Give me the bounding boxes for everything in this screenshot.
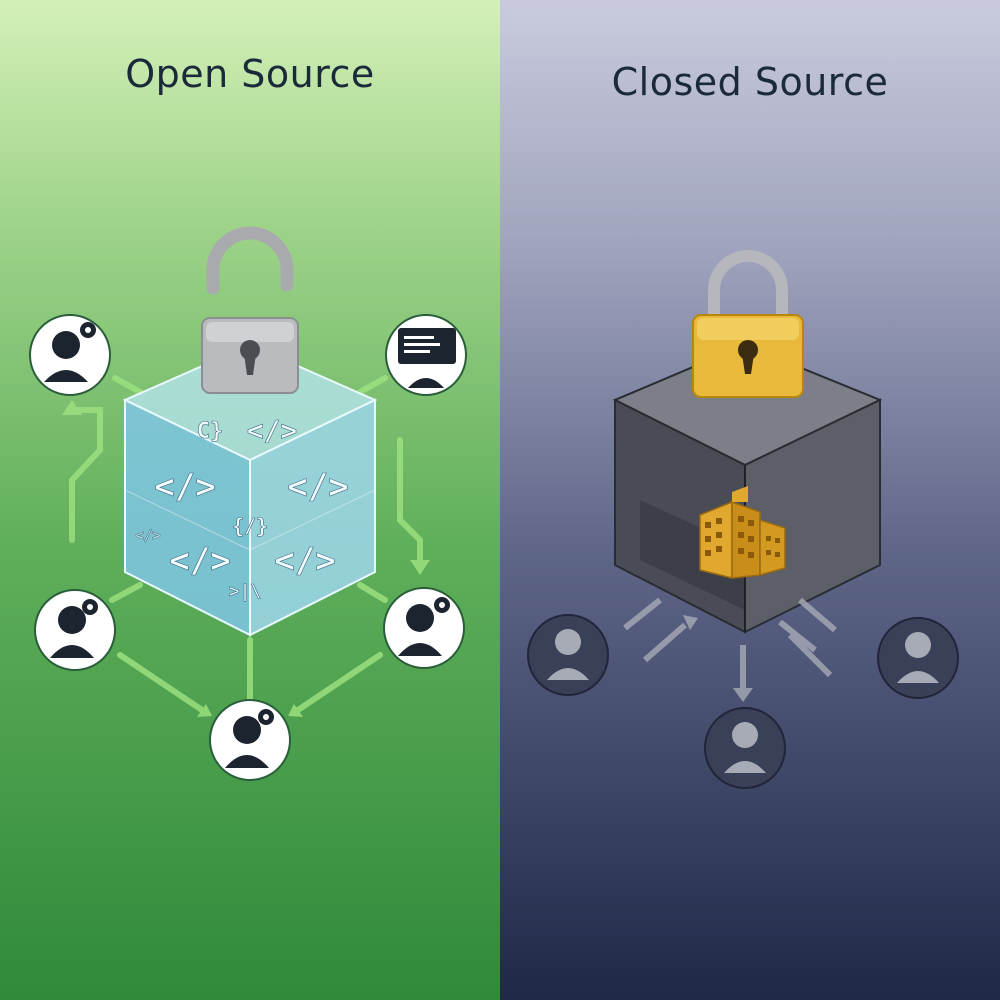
gear-icon	[82, 599, 98, 615]
flow-arrow-left	[69, 407, 103, 543]
closed-cube	[612, 343, 883, 634]
gear-icon	[258, 709, 274, 725]
collaboration-arrows	[62, 375, 430, 717]
person-icon	[877, 617, 959, 699]
code-glyph: </>	[169, 541, 230, 581]
code-glyph: >|\	[229, 581, 262, 602]
contributor-avatar	[29, 314, 111, 396]
code-glyph: </>	[287, 467, 348, 507]
flow-arrow-right	[397, 437, 423, 568]
arrow-bl-to-bottom	[117, 652, 208, 715]
code-glyph: </>	[247, 414, 298, 447]
code-glyph: C}	[197, 419, 224, 444]
contributor-avatar	[383, 587, 465, 669]
code-glyph: </>	[274, 541, 335, 581]
monitor-person-icon	[385, 314, 467, 396]
blocked-line	[787, 632, 833, 678]
gear-icon	[434, 597, 450, 613]
blocked-line	[778, 619, 817, 653]
blocked-line	[623, 597, 662, 631]
link-line-bl	[109, 582, 143, 603]
link-line-br	[357, 582, 388, 603]
open-source-illustration: </> </> </> </> </> C} {/} </> >|\	[29, 226, 467, 781]
contributor-avatar	[209, 699, 291, 781]
contributor-avatar	[34, 589, 116, 671]
code-cube	[122, 343, 378, 637]
code-glyph: {/}	[232, 514, 268, 538]
gear-icon	[80, 322, 96, 338]
code-glyph: </>	[135, 528, 160, 544]
link-line-tl	[112, 375, 143, 395]
blocked-line	[798, 597, 837, 633]
closed-source-illustration	[527, 250, 959, 789]
code-glyph: </>	[154, 467, 215, 507]
closed-gold-padlock-icon	[692, 250, 804, 398]
closed-source-title: Closed Source	[611, 60, 889, 104]
person-icon	[704, 707, 786, 789]
person-icon	[527, 614, 609, 696]
blocked-access-arrows	[623, 597, 837, 702]
open-source-panel: Open Source	[0, 0, 500, 1000]
arrow-br-to-bottom	[292, 652, 383, 715]
open-source-title: Open Source	[125, 52, 375, 96]
closed-source-panel: Closed Source	[500, 0, 1000, 1000]
arrow-into-cube-left	[643, 622, 687, 663]
open-padlock-icon	[201, 226, 299, 394]
office-building-icon	[699, 486, 786, 579]
link-line-tr	[357, 375, 388, 395]
